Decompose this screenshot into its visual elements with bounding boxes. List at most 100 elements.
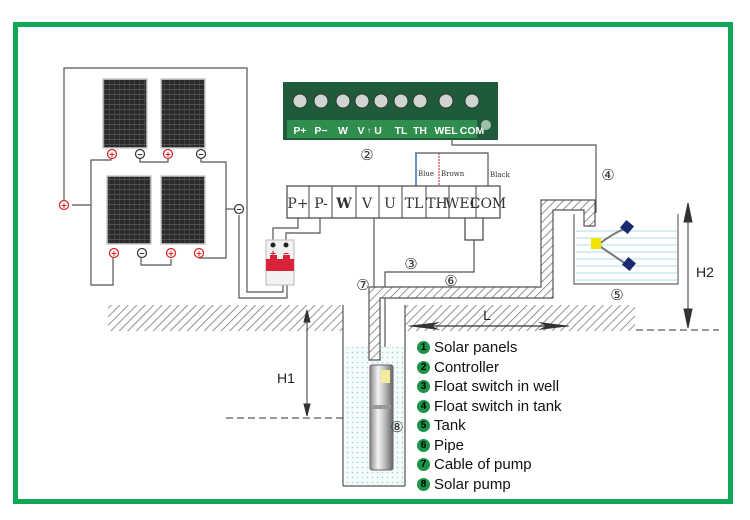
legend-item: 6 Pipe (417, 436, 562, 456)
main-positive-icon: + (58, 199, 70, 211)
callout-pipe: ⑥ (444, 273, 457, 290)
main-negative-icon: − (233, 203, 245, 215)
h2-label: H2 (696, 264, 714, 280)
legend-badge-icon: 7 (417, 458, 430, 472)
wire-label-blue: Blue (418, 170, 434, 178)
svg-text:−: − (139, 249, 144, 259)
svg-text:−: − (236, 205, 241, 215)
svg-text:U: U (384, 196, 396, 212)
terminal-screw-icon (354, 93, 370, 109)
legend-item: 4 Float switch in tank (417, 397, 562, 417)
l-label: L (483, 307, 491, 323)
legend-badge-icon: 8 (417, 477, 430, 491)
wire-label-brown: Brown (441, 170, 465, 178)
terminal-positive-icon: + (193, 247, 205, 259)
controller-board: P+ P− W V ↑ U TL TH WEL COM (283, 82, 498, 140)
svg-text:W: W (335, 196, 352, 212)
legend-label: Solar pump (434, 475, 511, 493)
svg-text:−: − (283, 249, 289, 260)
terminal-positive-icon: + (106, 148, 118, 160)
solar-panel (102, 78, 148, 149)
terminal-screw-icon (292, 93, 308, 109)
svg-text:+: + (196, 249, 201, 259)
svg-text:TL: TL (405, 196, 424, 212)
terminal-screw-icon (313, 93, 329, 109)
svg-text:+: + (270, 249, 276, 260)
legend-badge-icon: 6 (417, 438, 430, 452)
legend-label: Pipe (434, 436, 465, 454)
callout-float-tank: ④ (601, 167, 614, 184)
callout-pump: ⑧ (390, 419, 403, 436)
terminal-negative-icon: − (136, 247, 148, 259)
legend-item: 8 Solar pump (417, 475, 562, 495)
legend-badge-icon: 2 (417, 360, 430, 374)
legend-label: Float switch in well (434, 378, 560, 396)
svg-text:WEL: WEL (434, 125, 458, 137)
h2-dimension (636, 202, 719, 331)
legend-item: 7 Cable of pump (417, 455, 562, 475)
legend-badge-icon: 3 (417, 380, 430, 394)
callout-float-well: ③ (404, 256, 417, 273)
solar-panel (106, 175, 152, 245)
svg-text:TH: TH (413, 125, 427, 137)
svg-text:↑: ↑ (367, 126, 371, 135)
terminal-screw-icon (335, 93, 351, 109)
callout-cable: ⑦ (356, 277, 369, 294)
legend-label: Controller (434, 358, 500, 376)
legend-badge-icon: 4 (417, 399, 430, 413)
panel-terminals: + − + − + − + + + − (58, 148, 245, 259)
callout-tank: ⑤ (610, 287, 623, 304)
legend-item: 5 Tank (417, 416, 562, 436)
solar-panel (160, 175, 206, 245)
svg-text:P-: P- (314, 196, 328, 212)
terminal-block: P+ P- W V U TL TH WEL COM (286, 185, 507, 241)
svg-text:COM: COM (470, 196, 507, 212)
svg-text:+: + (168, 249, 173, 259)
svg-text:COM: COM (460, 125, 485, 137)
diagram-frame (13, 22, 733, 504)
dc-breaker: + − (265, 239, 295, 286)
solar-panels (102, 78, 206, 245)
terminal-negative-icon: − (195, 148, 207, 160)
h1-label: H1 (277, 370, 295, 386)
terminal-screw-icon (393, 93, 409, 109)
svg-text:+: + (165, 150, 170, 160)
legend-badge-icon: 1 (417, 341, 430, 355)
svg-text:P+: P+ (293, 125, 306, 137)
legend-badge-icon: 5 (417, 419, 430, 433)
svg-text:+: + (109, 150, 114, 160)
legend-item: 1 Solar panels (417, 338, 562, 358)
terminal-screw-icon (438, 93, 454, 109)
solar-panel (160, 78, 206, 149)
svg-text:W: W (338, 125, 348, 137)
wire-label-black: Black (490, 171, 510, 179)
legend-label: Tank (434, 417, 466, 435)
h1-dimension (226, 309, 343, 419)
svg-text:−: − (198, 150, 203, 160)
callout-controller: ② (360, 147, 373, 164)
legend-label: Cable of pump (434, 456, 532, 474)
terminal-negative-icon: − (134, 148, 146, 160)
svg-text:P+: P+ (287, 196, 308, 212)
svg-text:WEL: WEL (445, 196, 479, 212)
svg-text:+: + (111, 249, 116, 259)
pipe (368, 199, 596, 361)
terminal-positive-icon: + (162, 148, 174, 160)
solar-pump (369, 364, 394, 471)
svg-text:−: − (137, 150, 142, 160)
legend-item: 3 Float switch in well (417, 377, 562, 397)
svg-text:TH: TH (426, 196, 448, 212)
terminal-screw-icon (373, 93, 389, 109)
svg-text:V: V (357, 125, 364, 137)
svg-text:V: V (361, 196, 373, 212)
legend-label: Solar panels (434, 339, 518, 357)
terminal-positive-icon: + (108, 247, 120, 259)
terminal-screw-icon (464, 93, 480, 109)
svg-text:P−: P− (314, 125, 327, 137)
legend-label: Float switch in tank (434, 397, 562, 415)
svg-text:+: + (61, 201, 66, 211)
terminal-positive-icon: + (165, 247, 177, 259)
legend-item: 2 Controller (417, 358, 562, 378)
